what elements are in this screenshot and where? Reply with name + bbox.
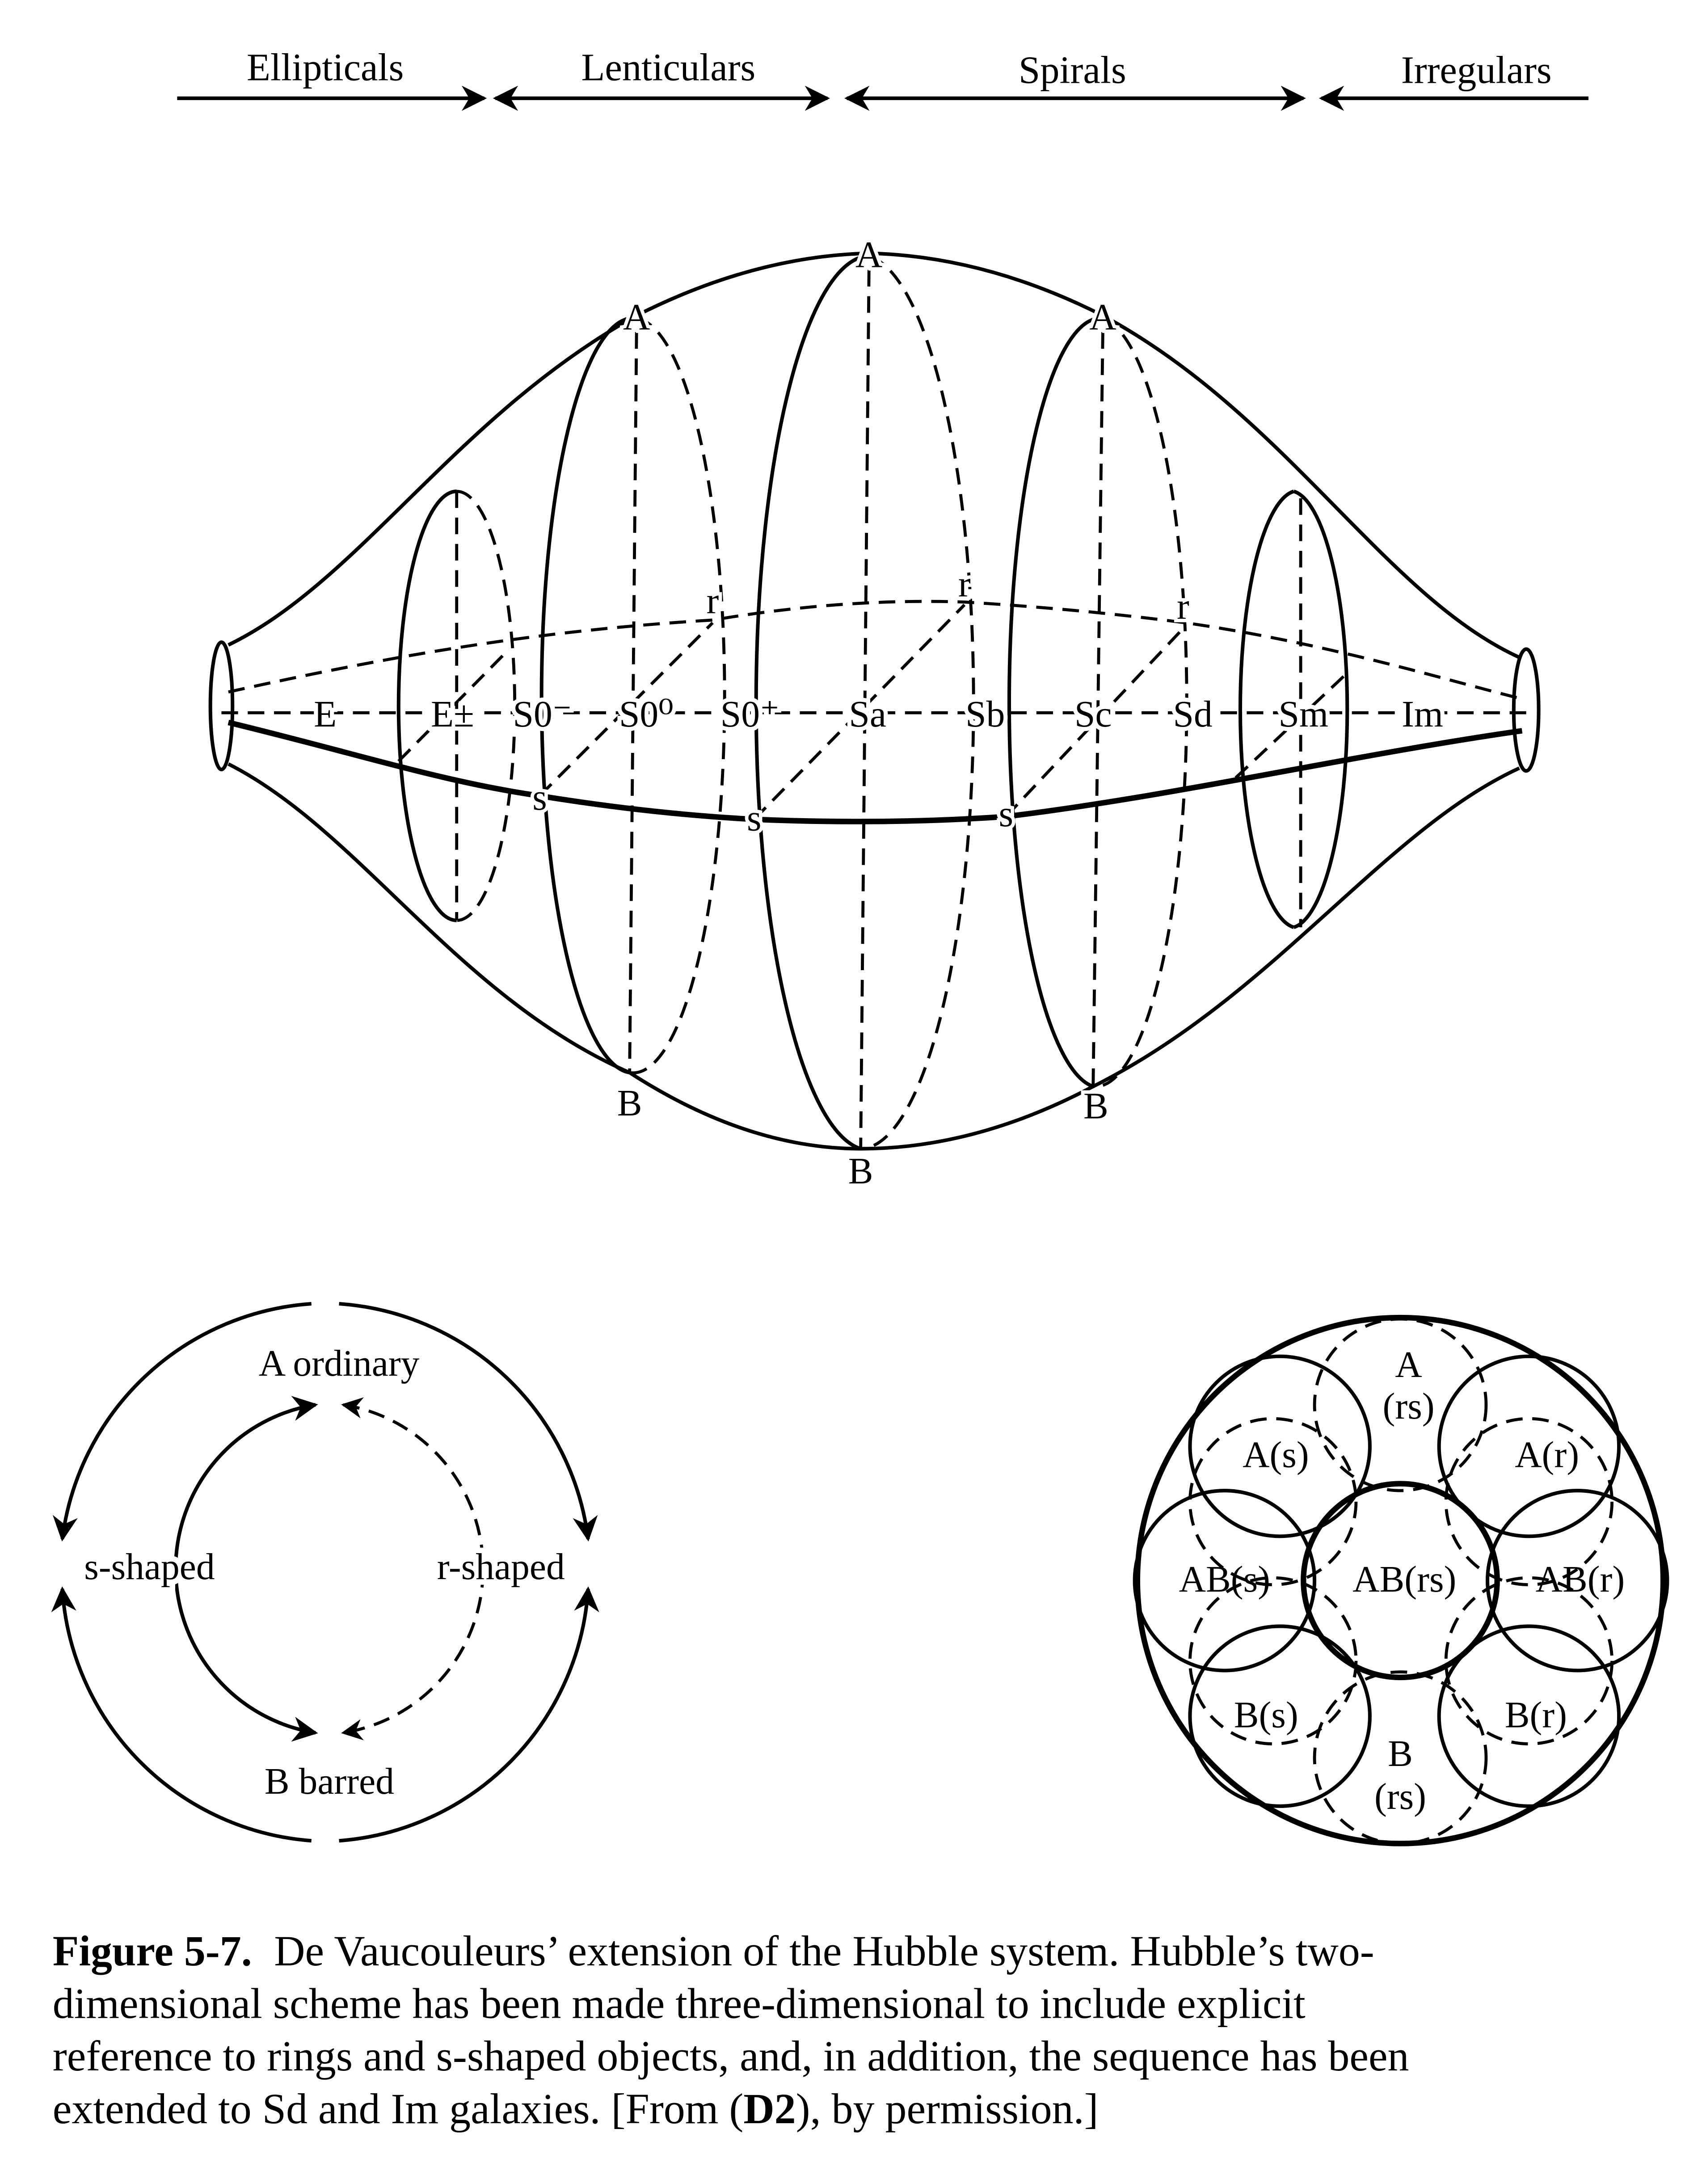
category-header: Ellipticals Lenticulars Spirals Irregula… [177,46,1589,111]
sequence-labels: E E± S0⁻ S0⁰ S0⁺ Sa Sb Sc Sd Sm Im [310,690,1447,739]
envelope-upper [227,251,1520,659]
stage-E: E [314,694,337,735]
label-r: r [1177,586,1189,627]
stage-Sb: Sb [965,694,1005,735]
caption-line4a: extended to Sd and Im galaxies. [From ( [53,2085,744,2133]
svg-text:Figure 5-7.De Vaucouleurs’ ext: Figure 5-7. De Vaucouleurs’ extension of … [53,1927,1374,1975]
stage-Im: Im [1402,694,1443,735]
stage-Sa: Sa [849,694,886,735]
stage-Sm: Sm [1279,694,1329,735]
stage-S0-minus: S0⁻ [513,694,572,735]
cell-B-rs: B [1388,1733,1413,1774]
cell-AB-r: AB(r) [1536,1559,1625,1600]
label-B: B [617,1083,642,1124]
figure-caption: Figure 5-7. De Vaucouleurs’ extension of … [53,1927,1409,2133]
ring-curve [228,600,1523,701]
cell-AB-rs: AB(rs) [1352,1559,1456,1600]
label-s: s [532,777,547,818]
caption-line1: De Vaucouleurs’ extension of the Hubble … [274,1927,1374,1975]
label-b-barred: B barred [265,1761,394,1802]
diagonals [397,604,1350,821]
stage-E-pm: E± [431,694,474,735]
stage-Sc: Sc [1074,694,1112,735]
category-irregulars: Irregulars [1401,49,1552,92]
caption-line2: dimensional scheme has been made three-d… [53,1980,1306,2028]
label-r: r [707,580,719,621]
cell-A-s: A(s) [1243,1434,1309,1475]
cell-B-s: B(s) [1234,1694,1298,1736]
label-s-shaped: s-shaped [84,1546,215,1588]
caption-label: Figure 5-7. [53,1927,252,1975]
label-a-ordinary: A ordinary [259,1343,420,1384]
label-r: r [958,564,971,605]
label-A: A [855,234,882,275]
stage-S0-zero: S0⁰ [619,694,674,735]
cell-A-r: A(r) [1515,1434,1579,1475]
s-shaped-curve [227,719,1523,824]
category-lenticulars: Lenticulars [581,46,755,89]
label-B: B [848,1151,873,1192]
caption-ref: D2 [743,2085,796,2133]
end-cap-right [1512,647,1541,773]
caption-line4c: ), by permission.] [796,2085,1099,2133]
caption-line3: reference to rings and s-shaped objects,… [53,2032,1409,2080]
cell-AB-s: AB(s) [1179,1559,1270,1600]
cross-sections [396,254,1349,1151]
label-s: s [998,794,1013,835]
label-A: A [1089,297,1116,338]
family-variety-circle: A ordinary B barred s-shaped r-shaped [51,1302,599,1843]
label-B: B [1083,1086,1108,1127]
stage-Sd: Sd [1173,694,1212,735]
svg-text:extended to Sd and Im galaxies: extended to Sd and Im galaxies. [From (D… [53,2085,1099,2133]
cell-B-r: B(r) [1505,1694,1567,1736]
family-labels: A A A B B B r r r s s s [529,231,1192,1195]
cross-section-circle: A (rs) A(s) A(r) AB(s) AB(rs) AB(r) B(s)… [1133,1314,1669,1846]
stage-S0-plus: S0⁺ [720,694,779,735]
cell-A-rs: A [1395,1344,1422,1386]
category-ellipticals: Ellipticals [247,46,404,89]
label-A: A [623,297,650,338]
end-cap-left [208,640,235,772]
cell-A-rs: (rs) [1383,1386,1435,1427]
category-spirals: Spirals [1019,49,1126,92]
label-s: s [747,798,762,839]
label-r-shaped: r-shaped [437,1546,565,1588]
classification-volume: E E± S0⁻ S0⁰ S0⁺ Sa Sb Sc Sd Sm Im A A A… [208,231,1541,1195]
cell-B-rs: (rs) [1374,1776,1426,1817]
